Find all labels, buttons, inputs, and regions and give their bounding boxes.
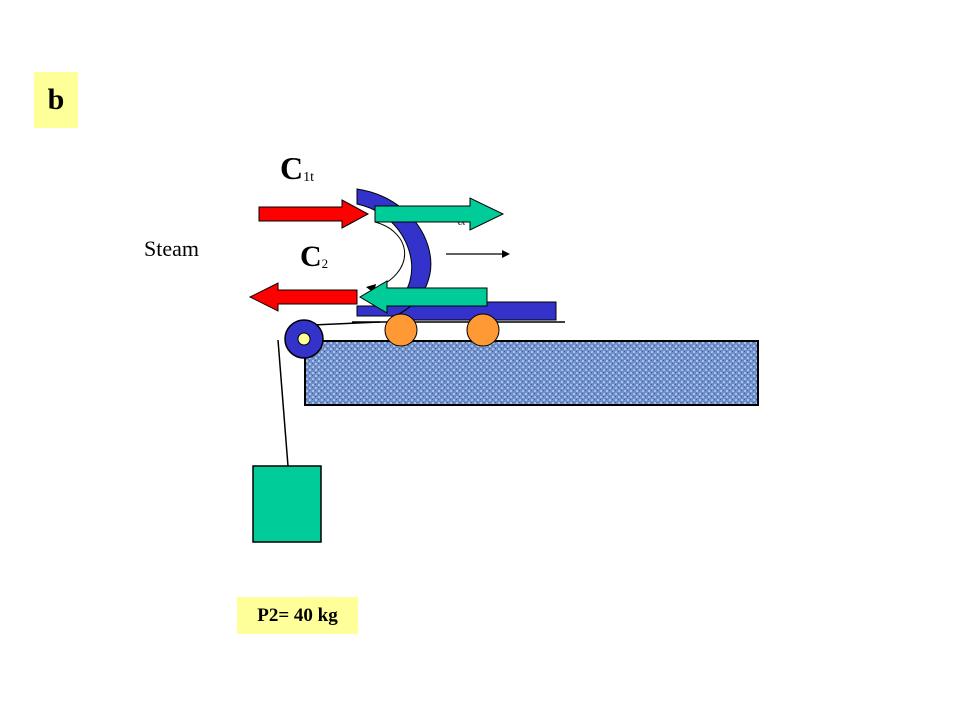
c1-main: C bbox=[280, 150, 304, 186]
panel-label: b bbox=[34, 72, 78, 128]
c1-velocity-label: C1t bbox=[280, 150, 314, 187]
c1-inlet-arrow bbox=[258, 199, 370, 229]
table bbox=[304, 340, 759, 406]
wheel-icon bbox=[384, 313, 418, 347]
pulley-icon bbox=[284, 319, 324, 359]
c2-velocity-label: C2 bbox=[300, 240, 328, 274]
rope-vertical bbox=[277, 339, 289, 467]
wheel-icon bbox=[466, 313, 500, 347]
cart-motion-arrowhead bbox=[502, 250, 510, 258]
c1-subscript: 1t bbox=[303, 170, 314, 185]
blade-velocity-arrow-in bbox=[374, 197, 505, 231]
steam-label: Steam bbox=[144, 236, 199, 261]
hanging-weight bbox=[252, 465, 322, 543]
mass-label: P2= 40 kg bbox=[237, 597, 358, 634]
blade-velocity-arrow-out bbox=[359, 280, 488, 314]
c2-main: C bbox=[300, 240, 322, 273]
c2-subscript: 2 bbox=[321, 256, 329, 271]
c2-outlet-arrow bbox=[248, 282, 358, 312]
